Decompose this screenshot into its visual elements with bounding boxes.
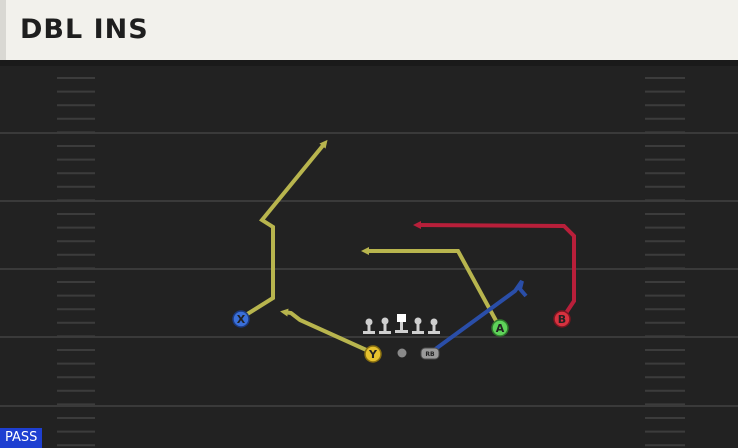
hash-marks-right [645, 77, 685, 447]
lineman-icon [428, 318, 440, 334]
rb-route [428, 279, 528, 355]
player-y: Y [364, 345, 382, 363]
player-rb-marker [420, 347, 440, 360]
play-title: DBL INS [20, 14, 149, 45]
player-rb-label: RB [425, 351, 435, 358]
player-b-marker [553, 310, 571, 328]
lineman-icon [363, 318, 375, 334]
x-route [239, 139, 328, 320]
quarterback-marker [397, 348, 407, 358]
header-shadow [0, 60, 738, 66]
yard-lines [0, 132, 738, 407]
player-y-marker [364, 345, 382, 363]
player-b: B [553, 310, 571, 328]
lineman-icon [412, 317, 424, 334]
hash-marks-left [57, 77, 95, 447]
play-field: X Y A B RB [0, 60, 738, 447]
play-header: DBL INS [0, 0, 738, 60]
player-y-label: Y [368, 348, 378, 361]
player-a-marker [491, 319, 509, 337]
play-type-badge: PASS [0, 428, 43, 448]
offensive-line [363, 314, 440, 334]
b-route [413, 221, 576, 321]
a-route [361, 247, 502, 329]
player-rb: RB [420, 347, 440, 360]
player-a-label: A [496, 322, 505, 335]
player-x-marker [232, 310, 250, 328]
lineman-icon [379, 317, 391, 334]
center-icon [395, 314, 408, 333]
player-a: A [491, 319, 509, 337]
y-route [280, 308, 374, 355]
player-x: X [232, 310, 250, 328]
player-x-label: X [237, 313, 246, 326]
player-b-label: B [558, 313, 566, 326]
